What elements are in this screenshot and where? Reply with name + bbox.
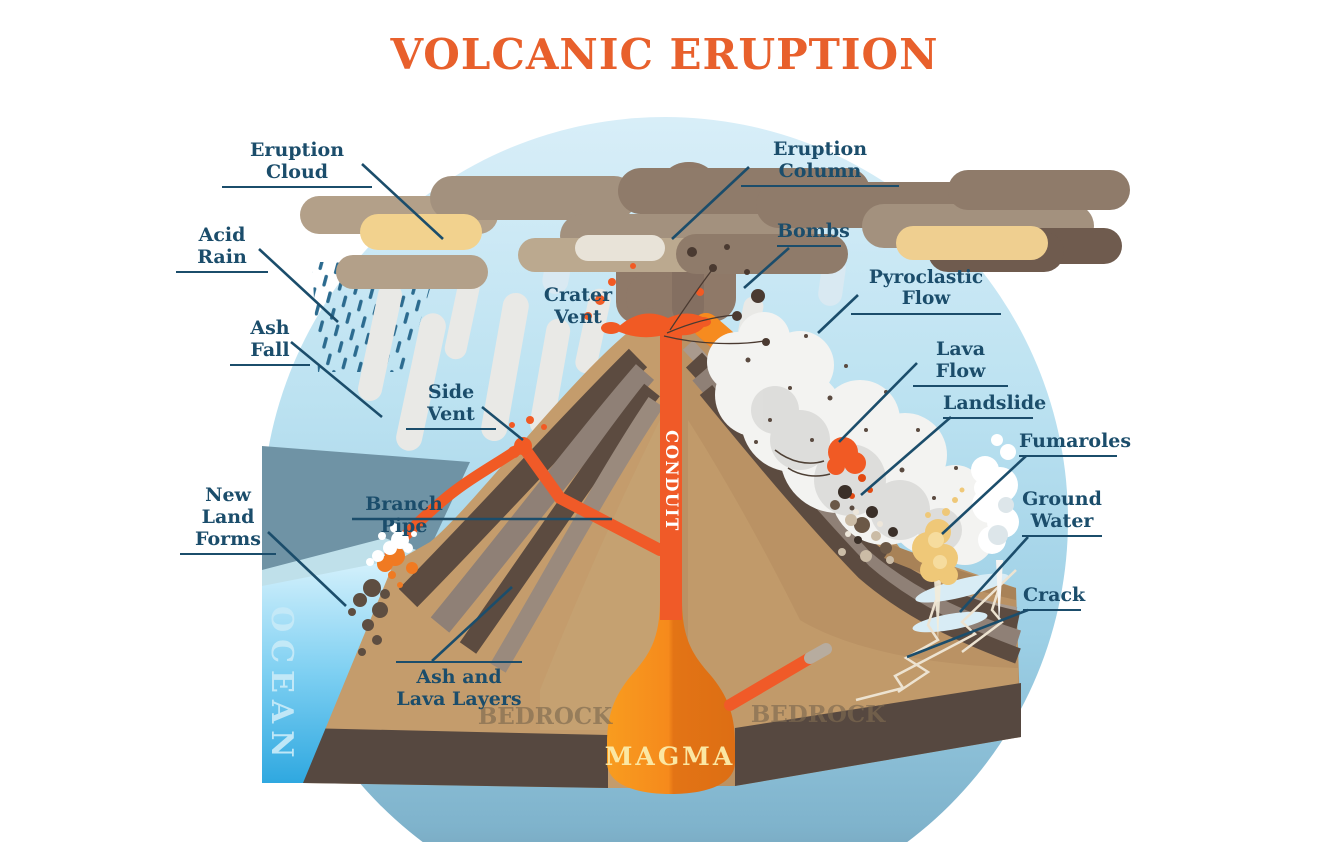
page-title: VOLCANIC ERUPTION <box>390 30 939 79</box>
bedrock-left-label: BEDROCK <box>478 703 613 730</box>
bombs-graphic <box>663 244 770 346</box>
rock-labels: BEDROCK BEDROCK MAGMA <box>478 701 886 771</box>
callout-branch-pipe-text: Branch Pipe <box>365 493 443 538</box>
callout-crack: Crack <box>1023 584 1085 612</box>
callout-lava-flow-text: Lava Flow <box>935 338 986 383</box>
callout-bombs: Bombs <box>777 220 850 248</box>
callout-landslide-text: Landslide <box>943 392 1047 414</box>
callout-ground-water: Ground Water <box>1022 488 1102 538</box>
callout-ground-water-text: Ground Water <box>1022 488 1102 533</box>
callout-side-vent-text: Side Vent <box>427 381 475 426</box>
landslide-graphic <box>774 449 898 564</box>
callout-pyroclastic-flow: Pyroclastic Flow <box>851 267 1001 315</box>
branch-pipe-graphic <box>521 446 666 556</box>
callout-new-land-forms-text: New Land Forms <box>195 484 261 551</box>
steam-graphic <box>971 434 1019 625</box>
callout-crater-vent-text: Crater Vent <box>543 284 613 329</box>
eruption-cloud-graphic <box>300 168 1130 289</box>
callout-eruption-cloud: Eruption Cloud <box>222 139 372 189</box>
new-land-forms-graphic <box>348 523 417 656</box>
callout-new-land-forms: New Land Forms <box>180 484 276 556</box>
callout-ash-and-lava-layers: Ash and Lava Layers <box>396 661 522 710</box>
callout-acid-rain-text: Acid Rain <box>197 224 247 269</box>
fumaroles-graphic <box>912 487 965 640</box>
crack-graphic <box>855 569 1017 702</box>
magma-label: MAGMA <box>605 742 736 771</box>
callout-landslide: Landslide <box>943 392 1046 420</box>
callout-pyroclastic-flow-text: Pyroclastic Flow <box>868 267 984 310</box>
conduit-label: CONDUIT <box>662 430 681 532</box>
callout-lava-flow: Lava Flow <box>913 338 1008 388</box>
ocean-label: OCEAN <box>264 606 299 765</box>
callout-ash-fall-text: Ash Fall <box>250 317 290 362</box>
magma-system: CONDUIT <box>521 326 832 794</box>
callout-eruption-column: Eruption Column <box>741 138 899 188</box>
callout-crater-vent: Crater Vent <box>540 284 616 328</box>
callout-eruption-column-text: Eruption Column <box>772 138 868 183</box>
callout-fumaroles: Fumaroles <box>1019 430 1131 458</box>
conduit-pipe <box>660 326 682 620</box>
callout-ash-fall: Ash Fall <box>230 317 310 367</box>
callout-branch-pipe: Branch Pipe <box>349 493 459 537</box>
callout-acid-rain: Acid Rain <box>176 224 268 274</box>
callout-bombs-text: Bombs <box>777 220 850 242</box>
ocean-block: OCEAN <box>262 560 395 783</box>
callout-crack-text: Crack <box>1023 584 1086 606</box>
crater-vent-graphic <box>584 263 711 338</box>
lava-lobe <box>827 437 873 499</box>
bedrock-right-label: BEDROCK <box>751 701 886 728</box>
callout-side-vent: Side Vent <box>406 381 496 431</box>
dike-pipe <box>724 652 816 711</box>
callout-ash-and-lava-layers-text: Ash and Lava Layers <box>396 666 522 711</box>
leader-lines <box>258 163 1029 662</box>
callout-eruption-cloud-text: Eruption Cloud <box>249 139 345 184</box>
callout-fumaroles-text: Fumaroles <box>1019 430 1132 452</box>
